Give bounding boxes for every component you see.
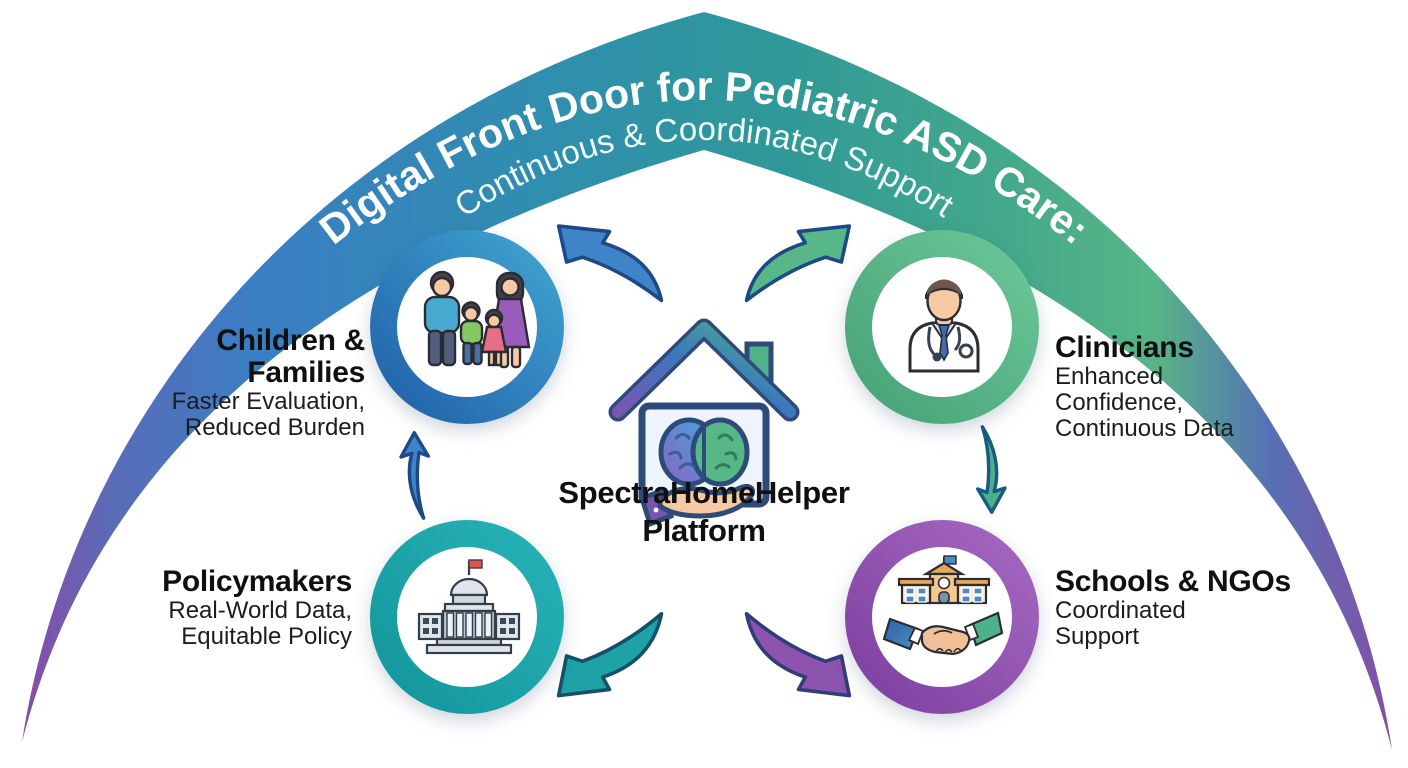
arrow-platform-to-clinicians [747,226,850,300]
clinicians-desc-line3: Continuous Data [1055,415,1234,442]
policymakers-desc-line2: Equitable Policy [181,623,352,650]
capitol-building-icon [417,559,521,655]
schools-ngos-label: Schools & NGOs Coordinated Support [1055,566,1385,650]
policymakers-desc-line1: Real-World Data, [168,597,352,624]
schools-ngos-heading: Schools & NGOs [1055,565,1291,598]
children-families-label: Children & Families Faster Evaluation, R… [35,324,366,441]
clinicians-desc-line2: Confidence, [1055,389,1184,416]
arrow-clinicians-to-schools-ngos [978,427,1005,513]
schools-ngos-circle [845,520,1039,714]
platform-name-line1: SpectraHomeHelper [558,475,850,510]
children-families-heading-line2: Families [247,356,365,389]
clinicians-desc-line1: Enhanced [1055,363,1164,390]
clinicians-label: Clinicians Enhanced Confidence, Continuo… [1055,332,1385,442]
clinicians-heading: Clinicians [1055,331,1194,364]
policymakers-label: Policymakers Real-World Data, Equitable … [22,566,352,650]
schools-ngos-desc-line2: Support [1055,623,1140,650]
arrow-policymakers-to-children-families [401,433,428,519]
family-icon [423,270,531,369]
house-with-brain-in-hand-icon [608,318,800,528]
schools-ngos-desc-line1: Coordinated [1055,597,1186,624]
title-arc-band [22,12,1392,750]
school-and-handshake-icon [882,555,1004,656]
children-families-desc-line1: Faster Evaluation, [171,388,365,415]
children-families-heading-line1: Children & [216,324,365,357]
doctor-icon [908,279,980,373]
arrow-platform-to-policymakers [559,614,662,696]
platform-name: SpectraHomeHelper Platform [504,474,904,550]
arrow-platform-to-children-families [559,226,662,300]
policymakers-heading: Policymakers [162,565,352,598]
children-families-desc-line2: Reduced Burden [184,414,365,441]
arrow-platform-to-schools-ngos [747,614,850,696]
platform-name-line2: Platform [642,513,766,548]
